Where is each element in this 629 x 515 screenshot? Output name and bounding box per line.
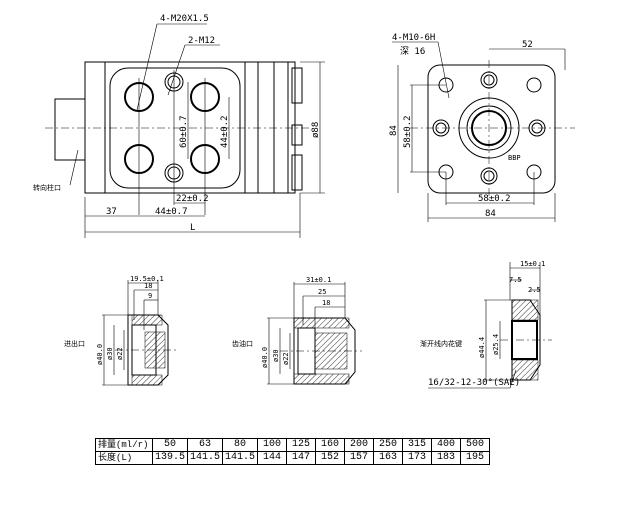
dim-84-horizontal: 84	[485, 209, 496, 219]
table-cell: 157	[344, 451, 375, 465]
section-2-dim-3: 18	[322, 299, 330, 307]
table-cell: 195	[460, 451, 491, 465]
table-cell: 50	[151, 438, 189, 452]
section-1-dim-3: 9	[148, 292, 152, 300]
section-2-dia-2: ø30	[272, 349, 280, 362]
dim-44-horizontal: 44±0.7	[155, 207, 188, 217]
table-cell: 147	[286, 451, 317, 465]
section-1-dia-2: ø30	[106, 347, 114, 360]
table-cell: 144	[257, 451, 288, 465]
table-cell: 183	[431, 451, 462, 465]
table-cell: 200	[344, 438, 375, 452]
section-2-dia-3: ø22	[282, 352, 290, 365]
thread-label: 4-M10-6H	[392, 33, 435, 43]
dim-58-horizontal: 58±0.2	[478, 194, 511, 204]
dim-60: 60±0.7	[179, 115, 189, 148]
table-cell: 63	[187, 438, 224, 452]
section-1-dim-1: 19.5±0.1	[130, 275, 164, 283]
section-tank: 31±0.1 25 18 ø40.0 ø30 ø22 齿油口	[232, 276, 362, 385]
table-cell: 315	[402, 438, 433, 452]
section-3-dia-1: ø44.4	[478, 337, 486, 358]
section-2-label: 齿油口	[232, 339, 253, 348]
table-cell: 500	[460, 438, 491, 452]
table-cell: 100	[257, 438, 288, 452]
length-table: 排量(ml/r) 50 63 80 100 125 160 200 250 31…	[95, 438, 491, 465]
dim-22: 22±0.2	[176, 194, 209, 204]
section-3-label: 渐开线内花键	[420, 339, 462, 348]
section-inlet: 19.5±0.1 18 9 ø40.0 ø30 ø22 进出口	[64, 275, 178, 386]
row-header: 长度(L)	[95, 451, 153, 465]
table-cell: 139.5	[151, 451, 189, 465]
table-cell: 173	[402, 451, 433, 465]
dim-52: 52	[522, 40, 533, 50]
table-row: 长度(L) 139.5 141.5 141.5 144 147 152 157 …	[95, 451, 491, 465]
section-1-dia-3: ø22	[116, 347, 124, 360]
port-thread-label: 4-M20X1.5	[160, 14, 209, 24]
table-cell: 400	[431, 438, 462, 452]
table-cell: 141.5	[187, 451, 224, 465]
section-1-dim-2: 18	[144, 282, 152, 290]
section-3-dia-2: ø25.4	[492, 334, 500, 355]
table-row: 排量(ml/r) 50 63 80 100 125 160 200 250 31…	[95, 438, 491, 452]
table-cell: 160	[315, 438, 346, 452]
row-header: 排量(ml/r)	[95, 438, 153, 452]
section-2-dia-1: ø40.0	[261, 347, 269, 368]
spline-spec: 16/32-12-30°(SAE)	[428, 378, 520, 388]
table-cell: 80	[222, 438, 259, 452]
front-view: 4-M20X1.5 2-M12 60±0.7 44±0.2 22±0.2 37 …	[33, 14, 325, 238]
section-1-label: 进出口	[64, 339, 85, 348]
section-3-dim-1: 15±0.1	[520, 260, 545, 268]
depth-label: 深 16	[400, 46, 425, 57]
section-spline: 15±0.1 7.5 2.5 ø44.4 ø25.4 渐开线内花键 16/32-…	[420, 260, 552, 389]
section-3-dim-2: 7.5	[509, 276, 522, 284]
table-cell: 141.5	[222, 451, 259, 465]
section-1-dia-1: ø40.0	[96, 344, 104, 365]
section-2-dim-1: 31±0.1	[306, 276, 331, 284]
section-3-dim-3: 2.5	[528, 286, 541, 294]
shaft-label: 转向柱口	[33, 183, 61, 192]
table-cell: 163	[373, 451, 404, 465]
dim-diameter: ø88	[311, 122, 321, 138]
side-view: 4-M10-6H 深 16 52 84 58±0.2 58±0.2 84 BBP	[389, 33, 575, 222]
dim-58-vertical: 58±0.2	[403, 115, 413, 148]
table-cell: 125	[286, 438, 317, 452]
dim-84-vertical: 84	[389, 125, 399, 136]
dim-L: L	[190, 223, 195, 233]
dim-37: 37	[106, 207, 117, 217]
mount-thread-label: 2-M12	[188, 36, 215, 46]
table-cell: 250	[373, 438, 404, 452]
tag-label: BBP	[508, 154, 521, 162]
section-2-dim-2: 25	[318, 288, 326, 296]
dim-44-vertical: 44±0.2	[220, 115, 230, 148]
table-cell: 152	[315, 451, 346, 465]
